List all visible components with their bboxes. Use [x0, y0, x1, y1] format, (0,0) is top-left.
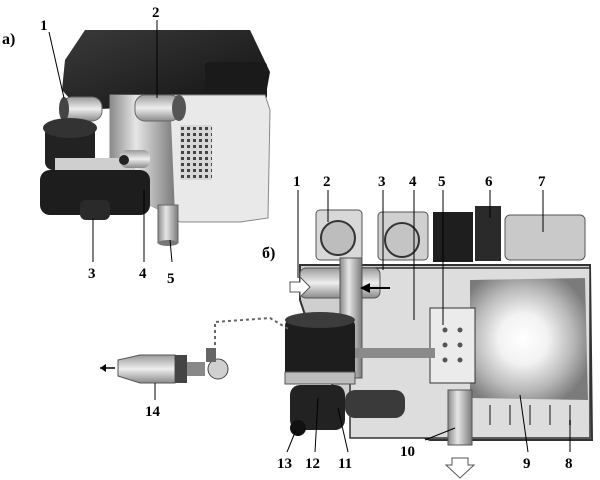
- section-b-label: б): [262, 245, 275, 262]
- heater-cutaway-b: [214, 206, 594, 479]
- heater-unit-a: [40, 30, 271, 246]
- callout-b-12: 12: [305, 456, 320, 472]
- callout-b-2: 2: [323, 174, 331, 190]
- callout-a-3: 3: [88, 266, 96, 282]
- callout-b-5: 5: [438, 174, 446, 190]
- callout-a-4: 4: [139, 266, 147, 282]
- callout-b-4: 4: [409, 174, 417, 190]
- section-a-label: а): [2, 31, 15, 48]
- callout-b-9: 9: [523, 456, 531, 472]
- callout-b-11: 11: [338, 456, 352, 472]
- callout-b-6: 6: [485, 174, 493, 190]
- callout-a-5: 5: [167, 271, 175, 287]
- callout-a-1: 1: [40, 18, 48, 34]
- dosing-pump: [100, 348, 229, 384]
- leader-lines: [48, 20, 571, 453]
- callout-b-8: 8: [565, 456, 573, 472]
- callout-b-13: 13: [277, 456, 292, 472]
- callout-b-7: 7: [538, 174, 546, 190]
- callout-b-3: 3: [378, 174, 386, 190]
- callout-a-2: 2: [152, 5, 160, 21]
- callout-b-14: 14: [145, 404, 161, 420]
- callout-b-10: 10: [400, 444, 415, 460]
- callout-b-1: 1: [293, 174, 301, 190]
